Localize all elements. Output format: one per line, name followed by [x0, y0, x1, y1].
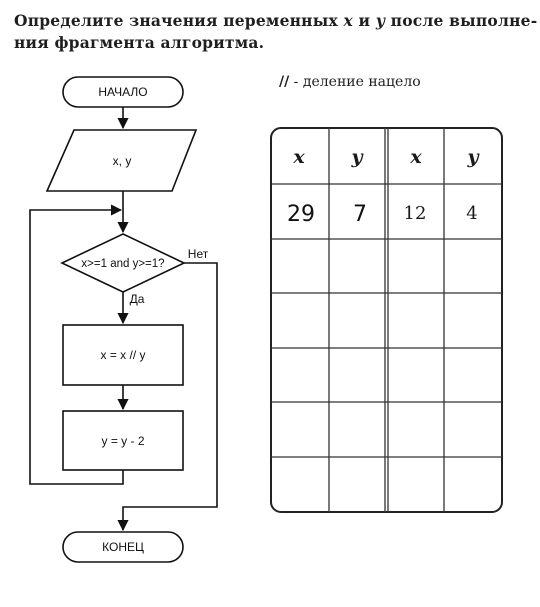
flowchart-labels: НАЧАЛО x, y x>=1 and y>=1? Да Нет x = x …	[81, 85, 208, 554]
yes-label: Да	[130, 292, 145, 306]
table-frame	[270, 127, 503, 513]
cell-y-1: 7	[353, 202, 367, 227]
loop-back-line	[29, 204, 124, 485]
header-y-1: y	[350, 146, 364, 168]
task-var-x: x	[343, 11, 353, 30]
input-parallelogram	[45, 129, 198, 192]
end-terminator	[62, 531, 184, 563]
step1-process	[62, 324, 184, 386]
condition-label: x>=1 and y>=1?	[81, 258, 164, 270]
table-row-lines	[271, 183, 502, 458]
header-x-2: x	[409, 146, 422, 168]
task-var-y: y	[375, 11, 386, 30]
cell-x-1: 29	[287, 202, 315, 227]
cell-x-2: 12	[404, 203, 427, 224]
task-statement: Определите значения переменных x и y пос…	[14, 10, 537, 54]
integer-division-note: // - деление нацело	[279, 74, 421, 90]
table-column-lines	[328, 128, 445, 512]
step2-label: y = y - 2	[101, 434, 144, 448]
trace-table: x y x y 29 7 12 4	[270, 127, 503, 513]
table-row-1: 29 7 12 4	[287, 202, 478, 227]
no-label: Нет	[188, 247, 209, 261]
note-text: - деление нацело	[289, 74, 421, 90]
task-text-1: Определите значения переменных	[14, 11, 344, 30]
table-headers: x y x y	[292, 146, 480, 168]
input-label: x, y	[113, 154, 132, 168]
start-label: НАЧАЛО	[98, 85, 147, 99]
task-text-3: после выполне-	[385, 11, 538, 30]
header-x-1: x	[292, 146, 305, 168]
no-branch-line	[117, 262, 218, 532]
cell-y-2: 4	[466, 203, 477, 224]
header-y-2: y	[466, 146, 480, 168]
task-line-2: ния фрагмента алгоритма.	[14, 33, 265, 52]
end-label: КОНЕЦ	[102, 540, 144, 554]
step1-label: x = x // y	[100, 348, 145, 362]
note-operator: //	[279, 74, 290, 90]
task-line-1: Определите значения переменных x и y пос…	[14, 10, 537, 32]
task-text-2: и	[352, 11, 376, 30]
flowchart	[29, 76, 218, 563]
